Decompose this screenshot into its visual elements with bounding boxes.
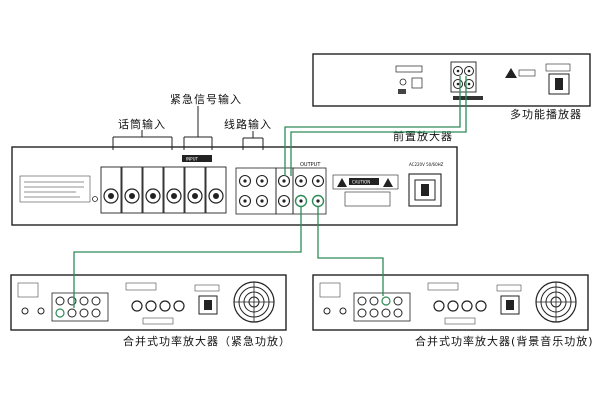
preamp-output-rca-jacks [292,167,327,215]
signal-wires [73,76,467,308]
xlr-input-5-icon [184,166,206,214]
mic-inputs-label: 话筒输入 [118,117,166,131]
xlr-input-2-icon [121,166,143,214]
output-tag: OUTPUT [300,162,321,168]
xlr-input-6-icon [205,166,227,214]
xlr-input-3-icon [142,166,164,214]
multi-player-label: 多功能播放器 [510,107,582,121]
multi-function-player [312,53,591,107]
amp-emergency-label: 合并式功率放大器（紧急功放） [123,334,291,348]
input-group-brackets [112,106,264,150]
amp-background-label: 合并式功率放大器(背景音乐功放) [415,334,594,348]
power-amp-emergency [10,274,287,331]
power-tag: AC220V 50/60HZ [409,162,444,167]
emergency-inputs-label: 紧急信号输入 [170,92,242,106]
xlr-input-1-icon [100,166,122,214]
power-amp-background [312,274,589,331]
line-inputs-label: 线路输入 [224,117,272,131]
caution-tag: CAUTION [352,180,370,185]
xlr-input-4-icon [163,166,185,214]
input-tag: INPUT [186,157,199,162]
preamp-label: 前置放大器 [393,129,453,143]
preamplifier-panel: INPUT OUTPUT CAUTION AC220V [11,146,458,226]
